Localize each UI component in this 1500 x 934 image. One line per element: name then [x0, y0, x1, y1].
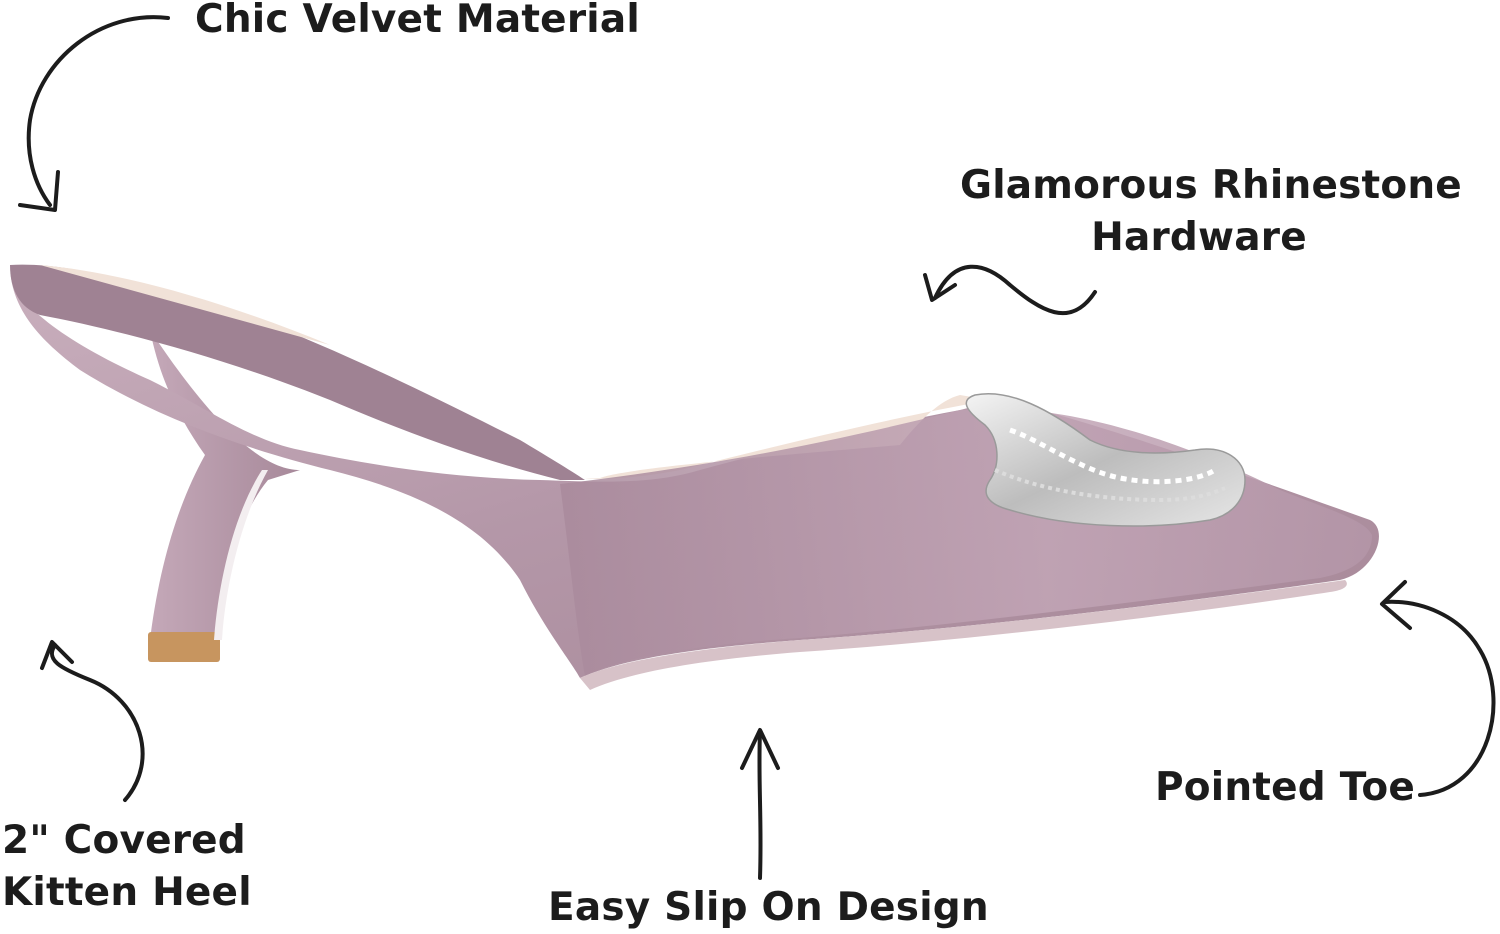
kitten-heel-label: 2" Covered Kitten Heel [2, 815, 252, 919]
heel-label-line2: Kitten Heel [2, 869, 252, 915]
rhinestone-hardware-label: Glamorous Rhinestone Hardware [960, 160, 1462, 264]
velvet-material-label: Chic Velvet Material [195, 0, 640, 42]
collar [10, 264, 585, 480]
arrow-slip [757, 730, 763, 880]
shoe [10, 264, 1379, 690]
rhinestone-label-line2: Hardware [1091, 214, 1307, 260]
slip-on-design-label: Easy Slip On Design [548, 885, 989, 930]
rhinestone-label-line1: Glamorous Rhinestone [960, 163, 1462, 208]
arrow-velvet [26, 15, 170, 207]
arrow-heel [49, 643, 145, 802]
callout-arrows [18, 15, 1496, 880]
arrow-toe [1383, 599, 1496, 797]
lining [40, 265, 990, 479]
arrow-rhinestone [933, 264, 1097, 315]
heel-label-line1: 2" Covered [2, 818, 246, 863]
rhinestone-buckle [965, 393, 1246, 527]
pointed-toe-label: Pointed Toe [1155, 765, 1415, 810]
heel-tip [148, 632, 220, 662]
